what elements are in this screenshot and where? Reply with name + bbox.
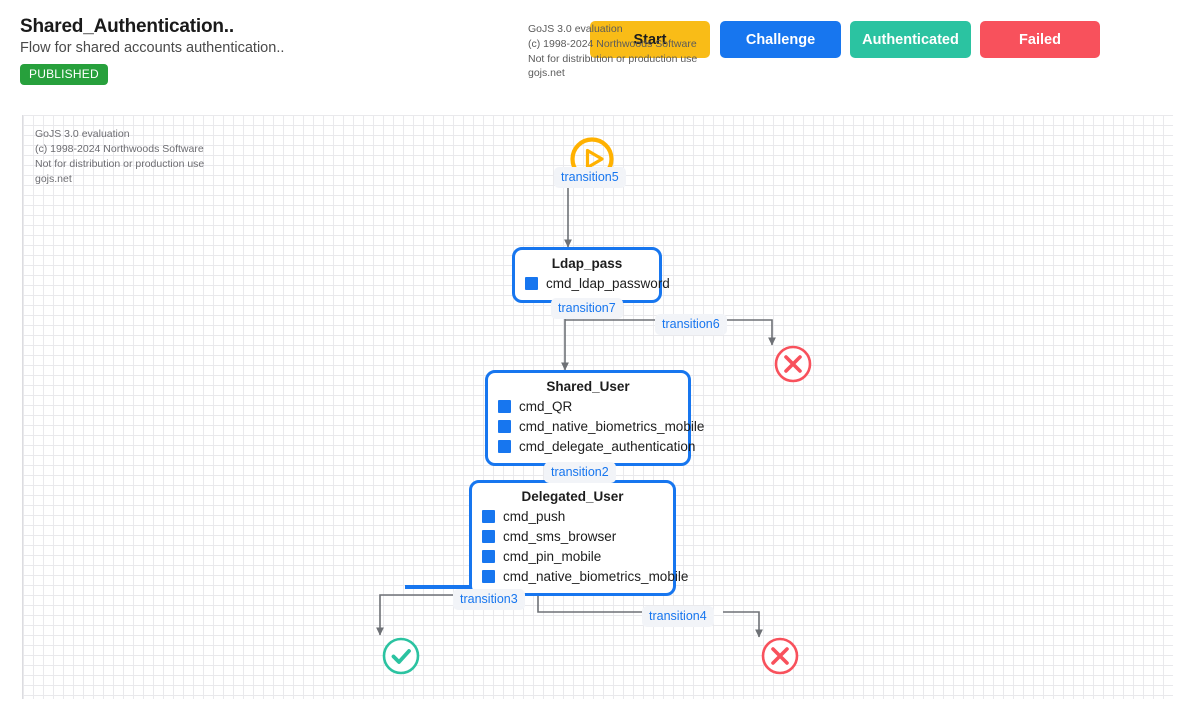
node-ldap-pass[interactable]: Ldap_pass cmd_ldap_password (512, 247, 670, 303)
header-button-group: Start Challenge Authenticated Failed (0, 0, 1194, 103)
page-title: Shared_Authentication.. (20, 16, 234, 37)
authenticated-button[interactable]: Authenticated (850, 21, 971, 58)
command-label: cmd_QR (519, 398, 573, 414)
node-command-row[interactable]: cmd_native_biometrics_mobile (482, 566, 688, 586)
page-header: Shared_Authentication.. Flow for shared … (0, 0, 1194, 103)
node-title: Delegated_User (521, 489, 624, 504)
node-command-row[interactable]: cmd_ldap_password (525, 273, 670, 293)
command-square-icon (525, 276, 538, 290)
terminal-failed-top[interactable] (773, 344, 813, 389)
transition-label-transition7[interactable]: transition7 (551, 298, 623, 319)
command-label: cmd_pin_mobile (503, 548, 602, 564)
node-command-row[interactable]: cmd_delegate_authentication (498, 436, 695, 456)
command-square-icon (498, 439, 511, 453)
terminal-success[interactable] (381, 636, 421, 681)
command-square-icon (482, 569, 495, 583)
command-square-icon (498, 419, 511, 433)
transition-label-transition2[interactable]: transition2 (544, 462, 616, 483)
x-circle-icon[interactable] (760, 636, 800, 676)
command-label: cmd_native_biometrics_mobile (503, 568, 689, 584)
transition-label-transition6[interactable]: transition6 (655, 314, 727, 335)
transition-label-transition3[interactable]: transition3 (453, 589, 525, 610)
transition-label-transition5[interactable]: transition5 (554, 167, 626, 188)
node-shared-user[interactable]: Shared_User cmd_QR cmd_native_biometrics… (485, 370, 704, 466)
command-square-icon (482, 509, 495, 523)
command-label: cmd_push (503, 508, 566, 524)
command-label: cmd_delegate_authentication (519, 438, 696, 454)
check-circle-icon[interactable] (381, 636, 421, 676)
node-title: Shared_User (546, 379, 630, 394)
node-command-row[interactable]: cmd_native_biometrics_mobile (498, 416, 704, 436)
diagram-canvas[interactable]: GoJS 3.0 evaluation (c) 1998-2024 Northw… (22, 115, 1173, 699)
node-command-row[interactable]: cmd_sms_browser (482, 526, 663, 546)
node-delegated-user[interactable]: Delegated_User cmd_push cmd_sms_browser … (469, 480, 688, 596)
challenge-button[interactable]: Challenge (720, 21, 841, 58)
node-command-row[interactable]: cmd_push (482, 506, 663, 526)
command-square-icon (482, 529, 495, 543)
terminal-failed-bottom[interactable] (760, 636, 800, 681)
command-label: cmd_sms_browser (503, 528, 617, 544)
start-button[interactable]: Start (590, 21, 710, 58)
command-square-icon (498, 399, 511, 413)
command-label: cmd_ldap_password (546, 275, 670, 291)
page-subtitle: Flow for shared accounts authentication.… (20, 40, 285, 56)
link-transition4-bend (537, 595, 658, 613)
transition-label-transition4[interactable]: transition4 (642, 606, 714, 627)
link-transition4 (723, 611, 763, 638)
x-circle-icon[interactable] (773, 344, 813, 384)
command-square-icon (482, 549, 495, 563)
failed-button[interactable]: Failed (980, 21, 1100, 58)
command-label: cmd_native_biometrics_mobile (519, 418, 705, 434)
diagram-canvas-wrapper[interactable]: GoJS 3.0 evaluation (c) 1998-2024 Northw… (0, 103, 1194, 711)
node-command-row[interactable]: cmd_pin_mobile (482, 546, 663, 566)
node-command-row[interactable]: cmd_QR (498, 396, 678, 416)
status-badge: PUBLISHED (20, 64, 108, 85)
link-transition3 (376, 594, 403, 636)
node-title: Ldap_pass (551, 256, 623, 271)
